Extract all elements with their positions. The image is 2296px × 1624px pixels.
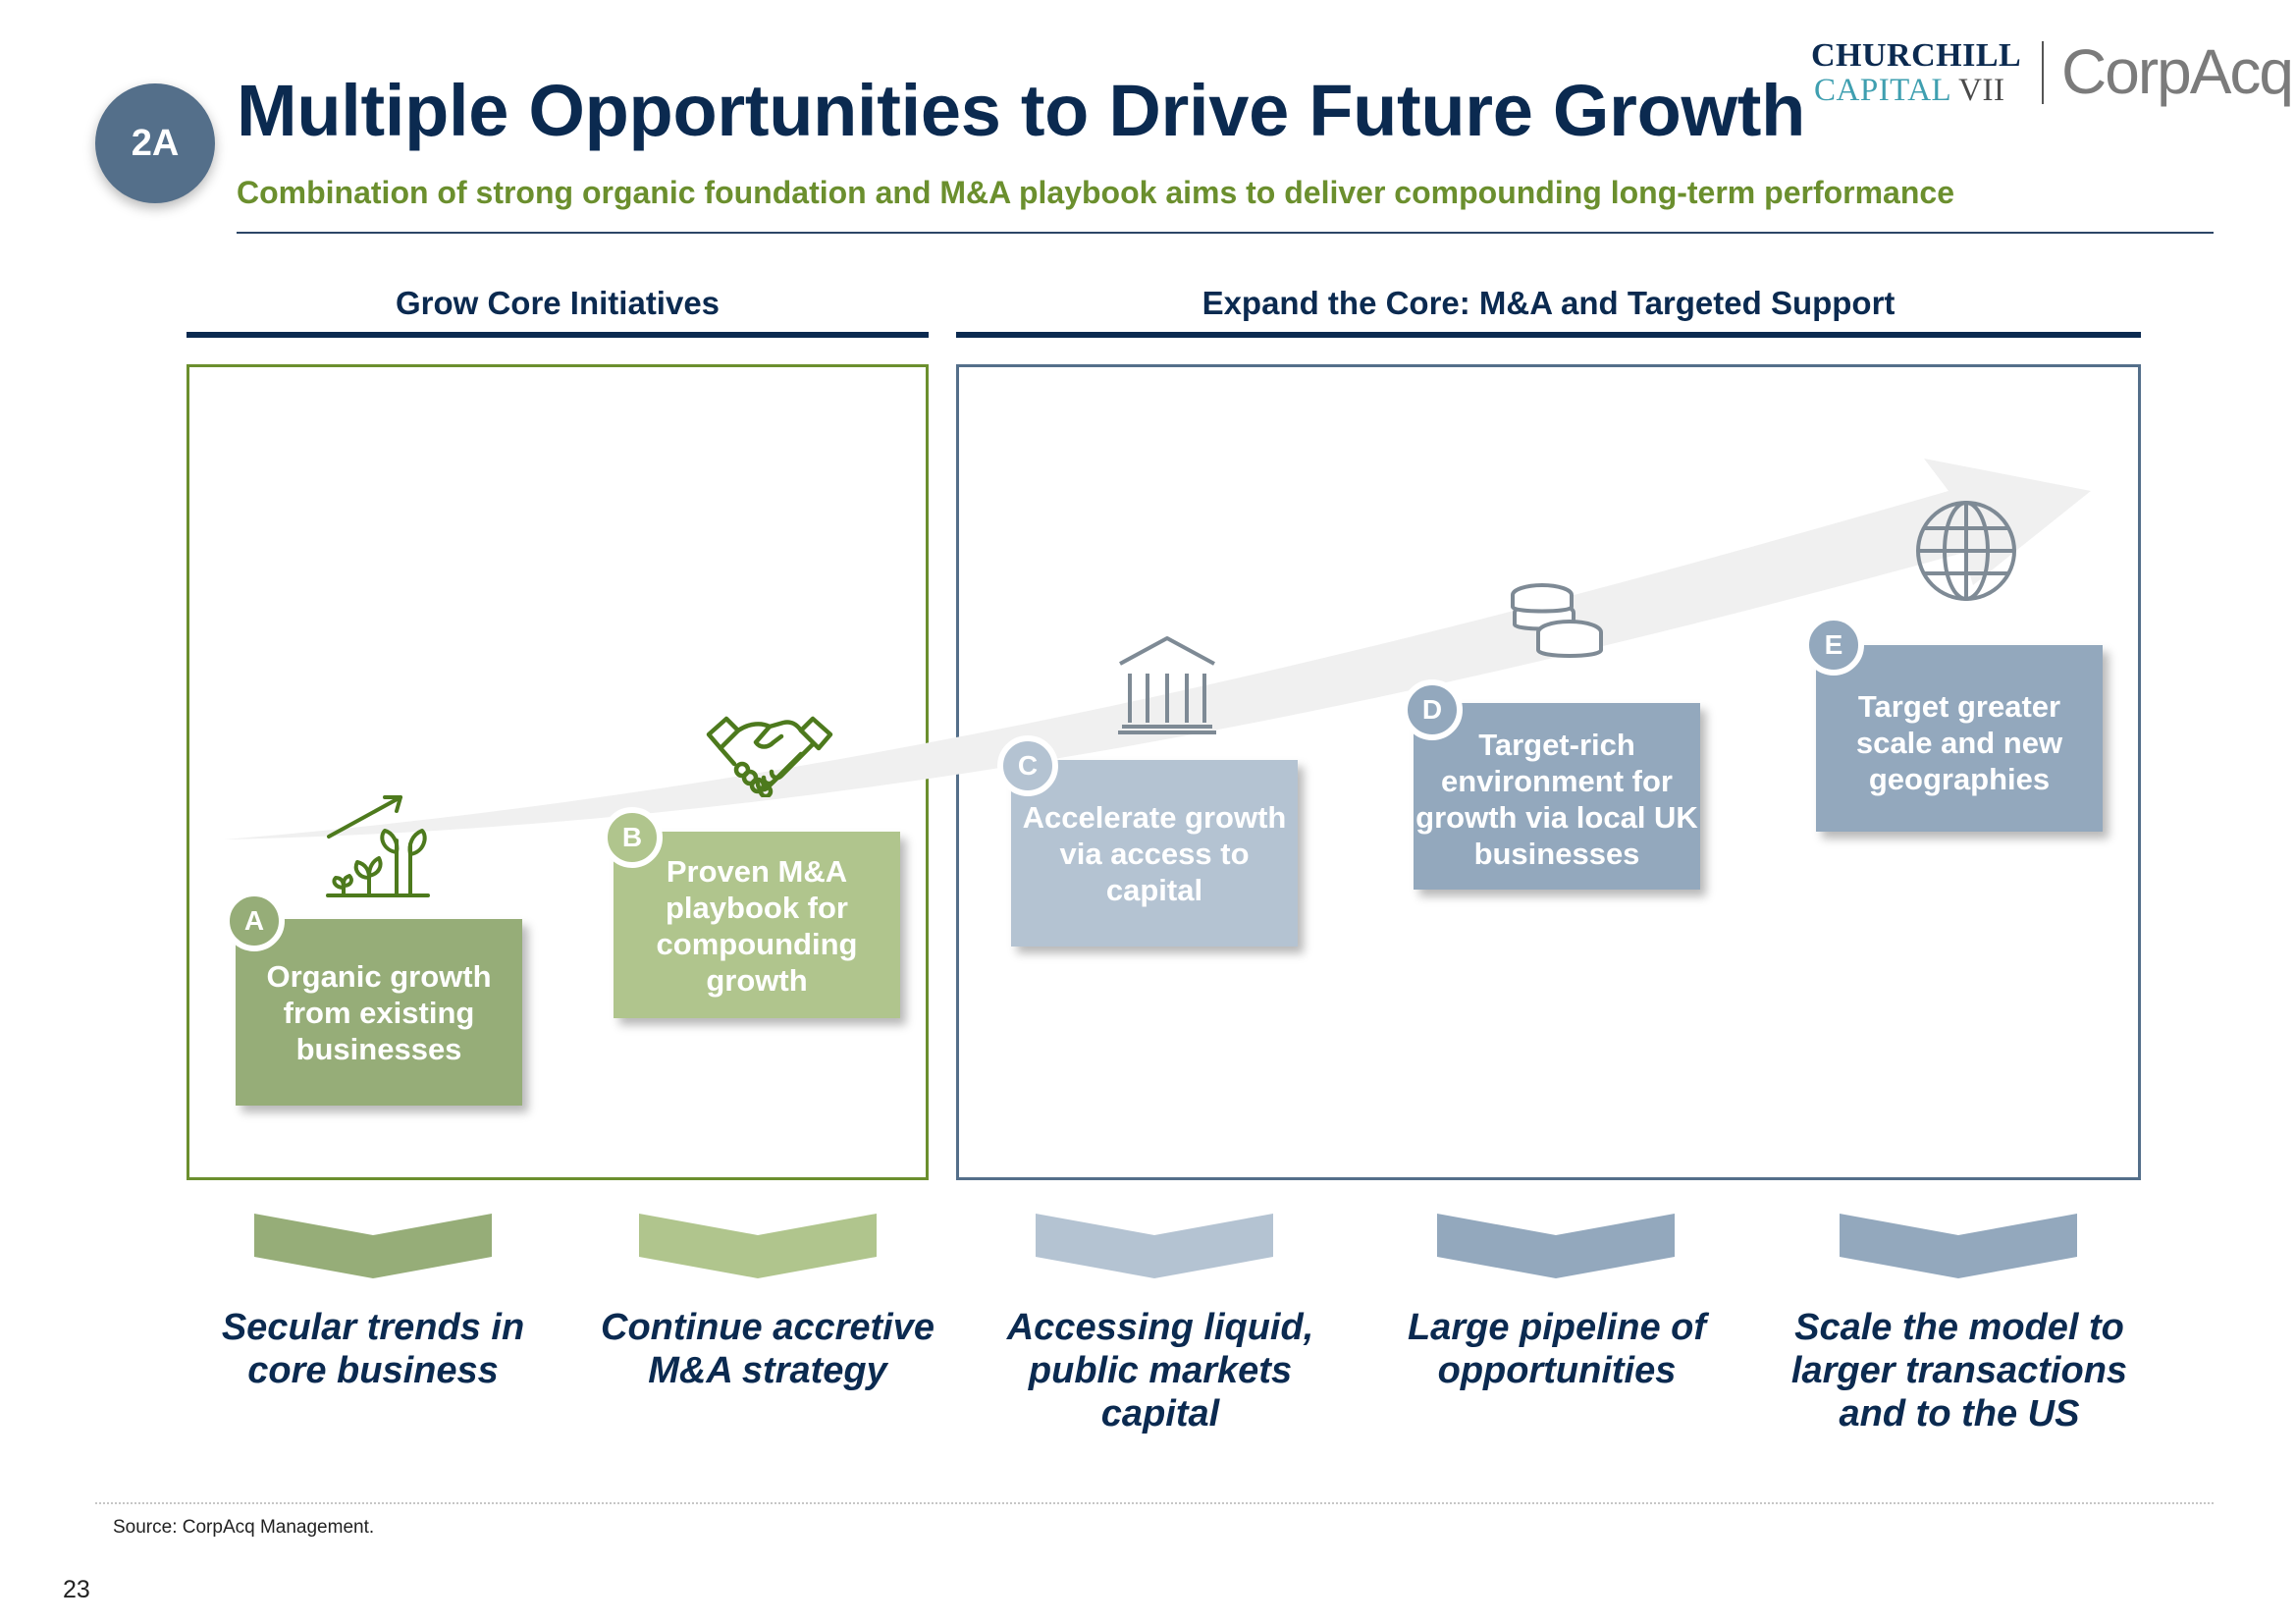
initiative-e-letter-badge: E <box>1803 615 1864 676</box>
outcome-d: Large pipeline of opportunities <box>1407 1307 1707 1391</box>
chevron-down-icon <box>1840 1214 2077 1278</box>
source-note: Source: CorpAcq Management. <box>113 1517 375 1538</box>
initiative-b-letter-badge: B <box>602 807 663 868</box>
header-divider <box>237 232 2214 234</box>
initiative-e-text: Target greater scale and new geographies <box>1855 689 2063 796</box>
initiative-d-letter-badge: D <box>1402 679 1463 740</box>
initiative-c-letter-badge: C <box>997 735 1058 796</box>
chevron-down-icon <box>1036 1214 1273 1278</box>
page-title: Multiple Opportunities to Drive Future G… <box>237 70 1806 151</box>
coins-stack-icon <box>1511 583 1603 658</box>
section-title-grow-core: Grow Core Initiatives <box>395 285 721 321</box>
section-badge: 2A <box>95 83 215 203</box>
section-rule-right <box>956 332 2141 338</box>
handshake-icon <box>706 716 833 797</box>
initiative-card-a: Organic growth from existing businesses <box>236 919 522 1106</box>
initiative-card-c: Accelerate growth via access to capital <box>1011 760 1298 947</box>
chevron-down-icon <box>639 1214 877 1278</box>
chevron-down-icon <box>254 1214 492 1278</box>
initiative-a-text: Organic growth from existing businesses <box>266 959 492 1066</box>
globe-icon <box>1916 501 2016 601</box>
page-subtitle: Combination of strong organic foundation… <box>237 175 1954 210</box>
capital-logo-text: CAPITAL VII <box>1814 73 2004 109</box>
capital-numeral: VII <box>1958 73 2005 108</box>
outcome-c: Accessing liquid, public markets capital <box>1006 1307 1314 1435</box>
corpacq-logo: CorpAcq <box>2061 36 2294 107</box>
capital-word: CAPITAL <box>1814 73 1950 108</box>
initiative-card-b: Proven M&A playbook for compounding grow… <box>614 832 900 1018</box>
section-title-expand-core: Expand the Core: M&A and Targeted Suppor… <box>1201 285 1896 321</box>
section-rule-left <box>187 332 929 338</box>
outcome-b: Continue accretive M&A strategy <box>601 1307 934 1391</box>
chevron-down-icon <box>1437 1214 1675 1278</box>
initiative-card-e: Target greater scale and new geographies <box>1816 645 2103 832</box>
footer-divider <box>95 1502 2214 1504</box>
bank-building-icon <box>1118 636 1216 734</box>
outcome-e: Scale the model to larger transactions a… <box>1790 1307 2128 1435</box>
initiative-d-text: Target-rich environment for growth via l… <box>1415 728 1698 871</box>
logo-divider <box>2042 41 2044 104</box>
seedlings-growth-icon <box>326 795 430 897</box>
page-number: 23 <box>63 1576 90 1603</box>
initiative-card-d: Target-rich environment for growth via l… <box>1414 703 1700 890</box>
outcome-a: Secular trends in core business <box>221 1307 525 1391</box>
initiative-b-text: Proven M&A playbook for compounding grow… <box>656 854 858 998</box>
churchill-logo-text: CHURCHILL <box>1811 37 2022 74</box>
initiative-c-text: Accelerate growth via access to capital <box>1022 800 1287 907</box>
initiative-a-letter-badge: A <box>224 891 285 951</box>
